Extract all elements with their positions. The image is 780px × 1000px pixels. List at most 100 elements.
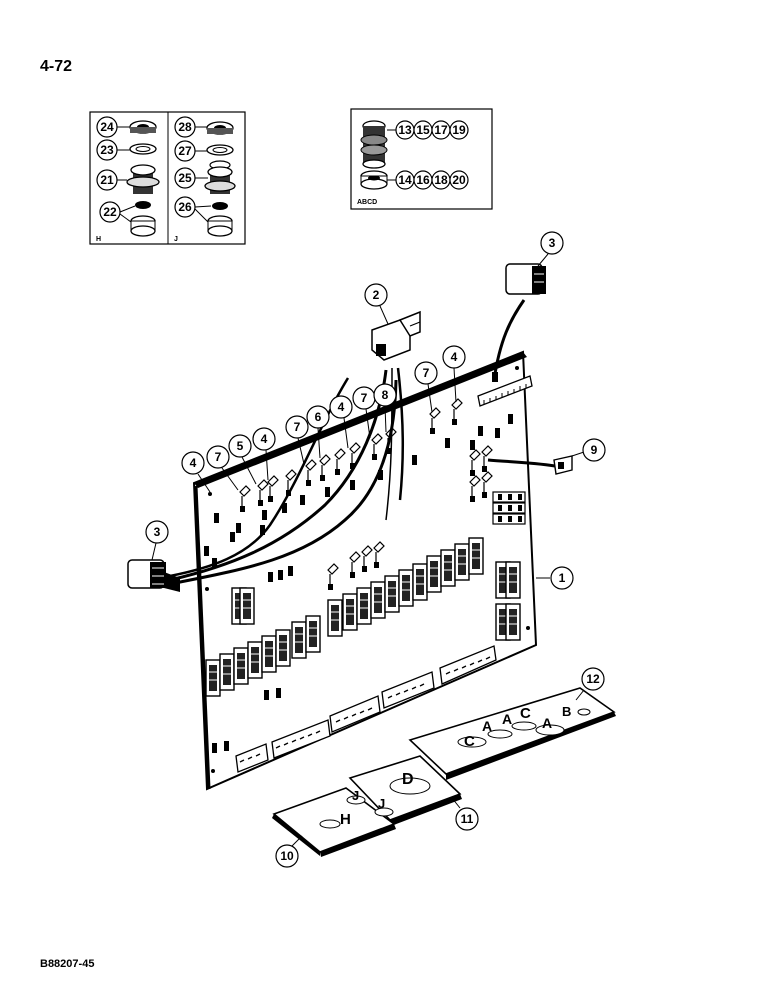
- plate-letter-a2: A: [502, 711, 512, 727]
- svg-text:28: 28: [178, 120, 192, 134]
- plate-letter-b: B: [562, 704, 571, 719]
- callout-25: 25: [174, 167, 208, 189]
- svg-text:23: 23: [100, 143, 114, 157]
- callout-7-c: 7: [352, 386, 376, 439]
- callout-22: 22: [99, 201, 136, 223]
- callout-3-left: 3: [145, 520, 169, 561]
- fitting-stack-j: [204, 121, 236, 237]
- callout-7-d: 7: [414, 361, 438, 413]
- callout-28: 28: [174, 116, 207, 138]
- callout-20: 20: [449, 170, 469, 190]
- inset-label-j: J: [174, 236, 178, 243]
- svg-text:22: 22: [103, 205, 117, 219]
- plate-letter-d: D: [402, 771, 414, 788]
- svg-text:8: 8: [382, 388, 389, 402]
- svg-text:21: 21: [100, 173, 114, 187]
- svg-text:24: 24: [100, 120, 114, 134]
- svg-text:19: 19: [452, 123, 466, 137]
- plate-letter-j1: J: [352, 788, 359, 803]
- bottom-connectors: [235, 645, 497, 773]
- plate-letter-h: H: [340, 811, 351, 828]
- svg-text:9: 9: [591, 443, 598, 457]
- callout-13: 13: [395, 120, 415, 140]
- svg-text:5: 5: [237, 439, 244, 453]
- callout-1: 1: [536, 566, 574, 590]
- svg-text:4: 4: [451, 350, 458, 364]
- svg-text:12: 12: [586, 672, 600, 686]
- svg-text:20: 20: [452, 173, 466, 187]
- svg-text:7: 7: [294, 420, 301, 434]
- svg-text:4: 4: [190, 456, 197, 470]
- svg-text:6: 6: [315, 410, 322, 424]
- callout-14: 14: [395, 170, 415, 190]
- plate-12: [408, 687, 616, 780]
- connector-9: [553, 455, 573, 475]
- fitting-stack-abcd: [360, 120, 388, 190]
- plate-letter-a1: A: [482, 718, 492, 734]
- callout-24: 24: [96, 116, 130, 138]
- fitting-stack-h: [126, 120, 160, 237]
- svg-text:7: 7: [361, 391, 368, 405]
- callout-3-top: 3: [537, 231, 564, 267]
- svg-text:7: 7: [215, 450, 222, 464]
- inset-label-h: H: [96, 236, 101, 243]
- svg-text:10: 10: [280, 849, 294, 863]
- connector-3-top: [505, 263, 546, 295]
- callout-8: 8: [373, 383, 397, 433]
- inset-right: 13 15 17 19 14 16 18 20 ABCD: [350, 108, 493, 210]
- svg-text:11: 11: [461, 812, 474, 826]
- svg-text:17: 17: [434, 123, 448, 137]
- callout-23: 23: [96, 139, 130, 161]
- callout-16: 16: [413, 170, 433, 190]
- callout-2: 2: [364, 283, 389, 325]
- callout-26: 26: [174, 196, 212, 223]
- callout-21: 21: [96, 169, 127, 191]
- svg-text:4: 4: [261, 432, 268, 446]
- callout-17: 17: [431, 120, 451, 140]
- callout-11: 11: [451, 797, 479, 831]
- callout-27: 27: [174, 140, 207, 162]
- plate-11: [348, 755, 462, 826]
- plate-10: [272, 787, 396, 857]
- page-number: 4-72: [40, 58, 73, 75]
- callout-7-a: 7: [206, 445, 239, 491]
- svg-text:2: 2: [373, 288, 380, 302]
- callout-4-d: 4: [442, 345, 466, 403]
- svg-text:3: 3: [549, 236, 556, 250]
- callout-4-b: 4: [252, 427, 276, 481]
- circuit-board: [192, 350, 538, 791]
- callout-10: 10: [275, 835, 303, 868]
- svg-text:14: 14: [398, 173, 412, 187]
- plate-letter-c1: C: [464, 733, 475, 750]
- svg-text:7: 7: [423, 366, 430, 380]
- plate-letter-j2: J: [378, 796, 385, 811]
- svg-text:26: 26: [178, 200, 192, 214]
- svg-text:18: 18: [434, 173, 448, 187]
- connector-3-left: [127, 559, 180, 592]
- plate-letter-a3: A: [542, 715, 552, 731]
- svg-text:4: 4: [338, 400, 345, 414]
- callout-6: 6: [306, 405, 330, 459]
- callout-5: 5: [228, 434, 257, 485]
- svg-text:13: 13: [398, 123, 412, 137]
- plate-letter-c2: C: [520, 705, 531, 722]
- right-diode-cluster: [469, 445, 526, 525]
- svg-text:1: 1: [559, 571, 566, 585]
- callout-9: 9: [571, 438, 606, 462]
- callout-7-b: 7: [285, 415, 309, 465]
- svg-text:3: 3: [154, 525, 161, 539]
- svg-text:15: 15: [416, 123, 430, 137]
- callout-15: 15: [413, 120, 433, 140]
- svg-text:27: 27: [178, 144, 192, 158]
- svg-text:25: 25: [178, 171, 192, 185]
- svg-text:16: 16: [416, 173, 430, 187]
- callout-19: 19: [449, 120, 469, 140]
- callout-18: 18: [431, 170, 451, 190]
- inset-left: 24 23 21 22 28 27 25 26 H J: [89, 111, 246, 245]
- relay-2: [371, 310, 421, 361]
- drawing-code: B88207-45: [40, 958, 95, 970]
- inset-label-abcd: ABCD: [357, 199, 377, 206]
- callout-12: 12: [575, 667, 605, 701]
- callout-4-c: 4: [329, 395, 353, 449]
